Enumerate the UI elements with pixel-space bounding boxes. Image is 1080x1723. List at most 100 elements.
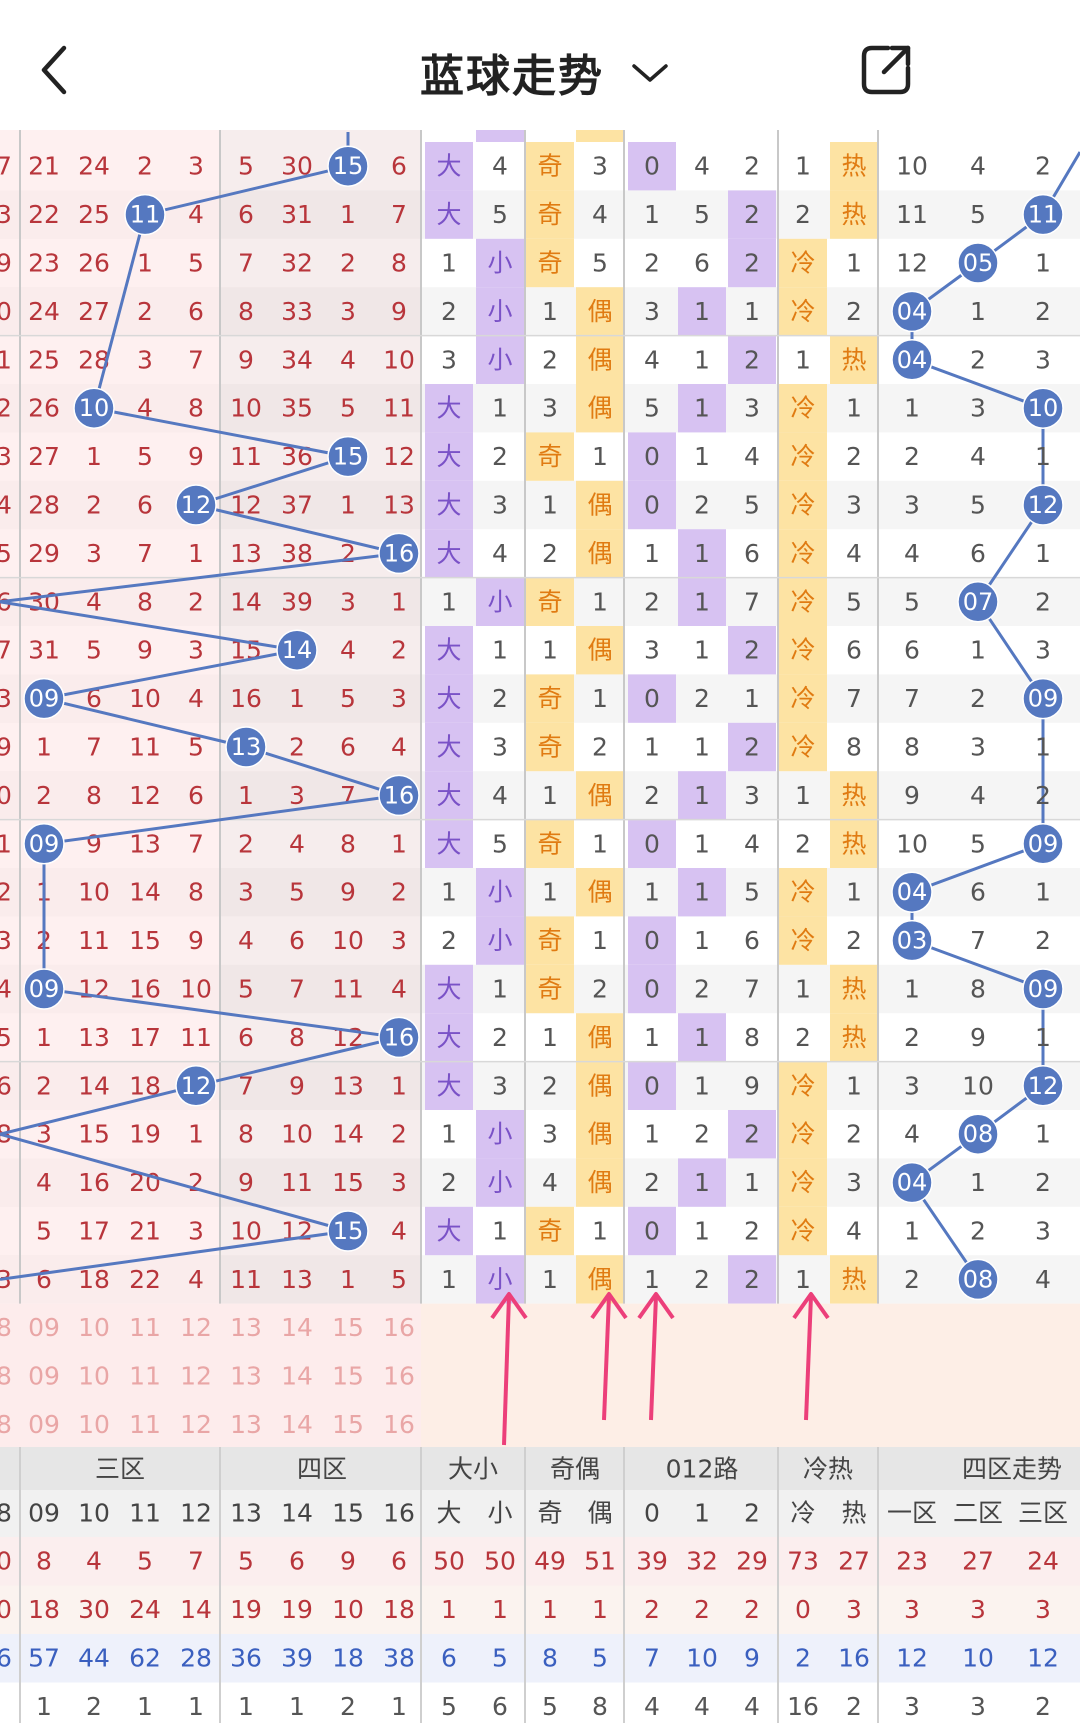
- trend-value: 8: [970, 975, 986, 1004]
- size-value: 3: [492, 733, 508, 762]
- number-ball-label: 15: [333, 1217, 364, 1245]
- route-value: 0: [644, 1217, 660, 1246]
- parity-highlight: [526, 964, 574, 1014]
- number-ball: [175, 484, 217, 526]
- route-highlight: [728, 1110, 776, 1159]
- sub-label: 11: [129, 1499, 161, 1528]
- route-value: 2: [694, 491, 710, 520]
- size-value: 大: [436, 636, 461, 665]
- zone4-value: 11: [230, 442, 262, 471]
- sub-label: 09: [28, 1499, 60, 1528]
- route-highlight: [678, 287, 726, 336]
- stats-value: 38: [383, 1644, 415, 1673]
- size-value: 大: [436, 152, 461, 181]
- stats-value: 5: [137, 1547, 153, 1576]
- size-highlight: [425, 1206, 473, 1256]
- parity-value: 偶: [587, 1120, 612, 1149]
- zone3-value: 27: [28, 442, 60, 471]
- zone3-value: 25: [28, 345, 60, 374]
- trend-ball-label: 09: [1028, 975, 1059, 1003]
- stats-value: 27: [962, 1547, 994, 1576]
- coldhot-highlight: [830, 335, 878, 384]
- chevron-down-icon[interactable]: [630, 58, 670, 88]
- zone3-value: 3: [188, 152, 204, 181]
- number-ball: [124, 193, 166, 236]
- size-value: 大: [436, 975, 461, 1004]
- size-value: 2: [441, 1168, 457, 1197]
- zone4-value: 1: [289, 684, 305, 713]
- trend-value: 1: [1035, 539, 1051, 568]
- zone3-value: 9: [137, 636, 153, 665]
- trend-value: 6: [904, 636, 920, 665]
- zone4-value: 11: [281, 1168, 313, 1197]
- stats-value: 0: [795, 1595, 811, 1624]
- parity-highlight: [576, 287, 624, 336]
- placeholder-number: 13: [230, 1362, 262, 1391]
- route-highlight: [678, 1158, 726, 1207]
- stats-value: 3: [1035, 1595, 1051, 1624]
- coldhot-value: 4: [846, 539, 862, 568]
- page-title[interactable]: 蓝球走势: [420, 51, 604, 102]
- coldhot-value: 冷: [790, 297, 815, 326]
- zone4-value: 4: [340, 345, 356, 374]
- back-arrow-icon[interactable]: [30, 38, 84, 102]
- stats-value: 1: [391, 1692, 407, 1721]
- pointer-arrow: [502, 1295, 511, 1446]
- route-value: 1: [644, 1023, 660, 1052]
- parity-highlight: [576, 771, 624, 820]
- size-value: 大: [436, 733, 461, 762]
- parity-highlight: [576, 335, 624, 384]
- edge-value: 2: [0, 394, 12, 423]
- zone4-value: 1: [238, 781, 254, 810]
- trend-value: 4: [904, 539, 920, 568]
- coldhot-value: 冷: [790, 1120, 815, 1149]
- stats-value: 19: [281, 1595, 313, 1624]
- stats-value: 12: [1027, 1644, 1059, 1673]
- coldhot-value: 3: [846, 491, 862, 520]
- coldhot-highlight: [830, 964, 878, 1014]
- coldhot-value: 2: [846, 926, 862, 955]
- stats-value: 10: [686, 1644, 718, 1673]
- stats-value: 23: [896, 1547, 928, 1576]
- zone3-value: 6: [137, 491, 153, 520]
- size-value: 2: [441, 926, 457, 955]
- sub-label: 15: [332, 1499, 364, 1528]
- stats-value: 1: [592, 1595, 608, 1624]
- trend-value: 2: [970, 345, 986, 374]
- size-value: 4: [492, 781, 508, 810]
- stats-value: 39: [636, 1547, 668, 1576]
- parity-highlight: [526, 674, 574, 723]
- coldhot-highlight: [830, 819, 878, 868]
- size-highlight: [425, 480, 473, 530]
- zone4-value: 2: [391, 878, 407, 907]
- zone4-value: 13: [230, 539, 262, 568]
- number-ball-label: 16: [384, 1023, 415, 1051]
- zone4-value: 1: [340, 1265, 356, 1294]
- route-value: 0: [644, 491, 660, 520]
- share-icon[interactable]: [858, 40, 916, 98]
- trend-ball-label: 05: [963, 249, 994, 277]
- parity-value: 偶: [587, 394, 612, 423]
- section-label: 四区走势: [962, 1455, 1062, 1484]
- zone4-value: 3: [391, 684, 407, 713]
- trend-value: 5: [970, 200, 986, 229]
- zone3-value: 27: [78, 297, 110, 326]
- zone3-value: 2: [86, 491, 102, 520]
- route-value: 0: [644, 684, 660, 713]
- parity-value: 3: [542, 394, 558, 423]
- parity-value: 2: [542, 1071, 558, 1100]
- sub-header: [0, 1490, 1080, 1537]
- route-highlight: [728, 238, 776, 288]
- zone3-value: 24: [78, 152, 110, 181]
- route-value: 2: [644, 249, 660, 278]
- parity-value: 偶: [587, 878, 612, 907]
- zone4-value: 11: [383, 394, 415, 423]
- zone4-value: 5: [340, 684, 356, 713]
- zone3-value: 16: [78, 1168, 110, 1197]
- parity-value: 1: [592, 926, 608, 955]
- stats-value: 5: [542, 1692, 558, 1721]
- trend-value: 7: [970, 926, 986, 955]
- top-cap: [476, 130, 524, 142]
- route-value: 1: [694, 1071, 710, 1100]
- zone3-value: 8: [188, 394, 204, 423]
